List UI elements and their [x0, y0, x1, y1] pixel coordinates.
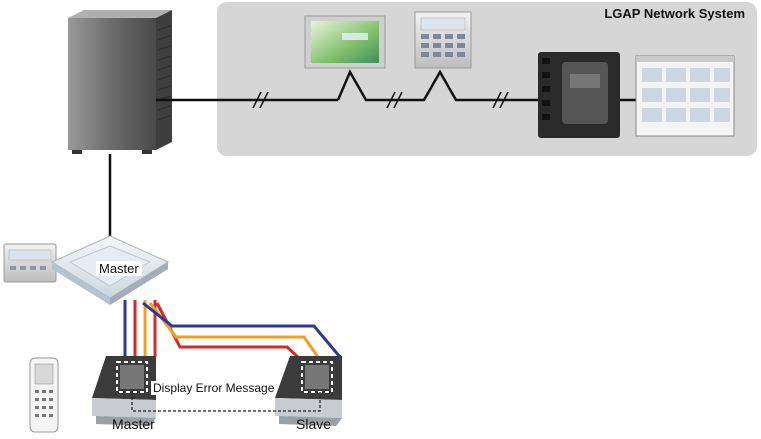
network-gateway	[538, 52, 620, 138]
pc-software-screen	[635, 55, 735, 137]
keypad-controller	[414, 11, 472, 69]
error-link-dashed	[131, 392, 321, 412]
slave-indoor-unit	[275, 356, 342, 426]
connection-wires	[123, 300, 342, 359]
outdoor-unit	[68, 10, 172, 154]
master-unit-label: Master	[112, 416, 155, 432]
master-cassette-label: Master	[96, 261, 142, 276]
network-title: LGAP Network System	[604, 6, 745, 21]
cable-break-marks	[252, 91, 509, 109]
error-message-label: Display Error Message	[151, 381, 277, 395]
master-indoor-unit	[92, 356, 156, 426]
touch-screen-controller	[304, 15, 386, 69]
small-wired-controller	[3, 243, 57, 283]
remote-control	[29, 357, 59, 433]
slave-unit-label: Slave	[296, 416, 332, 432]
